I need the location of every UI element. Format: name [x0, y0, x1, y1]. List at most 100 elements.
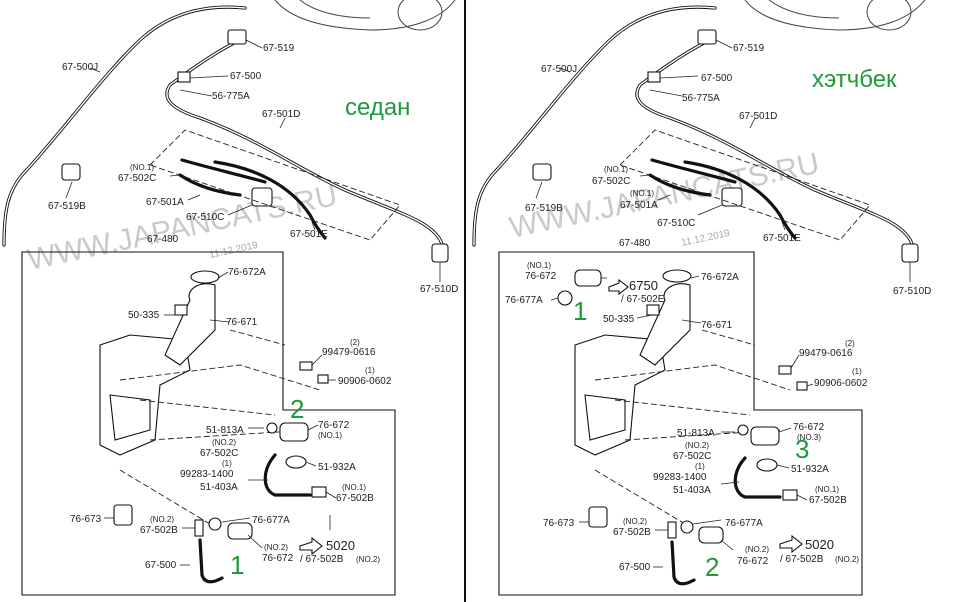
label-67-500j: 67-500J [541, 64, 577, 75]
upper-hoses [472, 5, 915, 257]
label-no1-f: (NO.1) [815, 485, 839, 494]
label-99479: 99479-0616 [799, 348, 853, 359]
label-76-673: 76-673 [543, 518, 575, 529]
pump-76-672-no2 [698, 526, 724, 544]
label-90906: 90906-0602 [338, 376, 392, 387]
hollow-arrow-icon [608, 278, 629, 296]
pump-76-672-no2 [227, 522, 253, 540]
clip-67-519b [532, 163, 552, 181]
label-67-510c: 67-510C [186, 212, 224, 223]
label-no2-d: (NO.2) [745, 545, 769, 554]
label-67-501a: 67-501A [146, 197, 184, 208]
hose-67-500 [198, 538, 224, 584]
hollow-arrow-icon [299, 536, 323, 556]
seal-76-677a [208, 517, 222, 531]
label-67-500j: 67-500J [62, 62, 98, 73]
panel-divider [464, 0, 466, 602]
nozzle-67-519 [697, 29, 717, 45]
label-56-775a: 56-775A [212, 91, 250, 102]
label-no1-c: (NO.1) [318, 431, 342, 440]
clamp-51-932a [285, 455, 307, 469]
label-67-502b: 67-502B [809, 495, 847, 506]
label-67-480: 67-480 [147, 234, 179, 245]
label-76-672: 76-672 [793, 422, 825, 433]
marker-1: 1 [573, 296, 587, 326]
watermark-date: 11.12.2019 [680, 228, 731, 249]
label-51-813a: 51-813A [677, 428, 715, 439]
label-67-502b: 67-502B [336, 493, 374, 504]
label-67-502c: 67-502C [592, 176, 630, 187]
label-5020-no: (NO.2) [835, 555, 859, 564]
label-76-672: 76-672 [318, 420, 350, 431]
label-67-502c-b: 67-502C [200, 448, 238, 459]
seal-76-677a-top [557, 290, 573, 306]
label-76-672a: 76-672A [228, 267, 266, 278]
label-51-932a: 51-932A [318, 462, 356, 473]
label-67-501d: 67-501D [739, 111, 777, 122]
label-no2-b: (NO.2) [212, 438, 236, 447]
label-76-677a-top: 76-677A [505, 295, 543, 306]
label-5020: 5020 [805, 537, 834, 552]
assembly-lines [119, 329, 321, 531]
seal-51-813a [266, 422, 278, 434]
fitting-67-502b-no2 [667, 521, 677, 539]
rear-hose-group-outline [149, 129, 401, 241]
label-no1-d: (1) [852, 367, 862, 376]
label-99479: 99479-0616 [322, 347, 376, 358]
nozzle-67-510d [431, 243, 449, 263]
label-6750-sub: / 67-502E [621, 294, 665, 305]
label-76-673: 76-673 [70, 514, 102, 525]
hose-51-403a [733, 456, 782, 499]
label-50-335: 50-335 [603, 314, 635, 325]
label-no3: (NO.3) [797, 433, 821, 442]
label-no1-b: (NO.1) [630, 189, 654, 198]
label-67-519b: 67-519B [48, 201, 86, 212]
nozzle-67-519 [227, 29, 247, 45]
label-no1-b: (1) [365, 366, 375, 375]
hose-67-500 [670, 540, 696, 586]
label-67-500-bot: 67-500 [619, 562, 651, 573]
label-67-500-top: 67-500 [230, 71, 262, 82]
label-76-672a: 76-672A [701, 272, 739, 283]
clip-67-519b [61, 163, 81, 181]
label-67-502c-b: 67-502C [673, 451, 711, 462]
label-67-501d: 67-501D [262, 109, 300, 120]
label-67-500-bot: 67-500 [145, 560, 177, 571]
joint-56-775a [177, 71, 191, 83]
label-no2-b: (NO.2) [685, 441, 709, 450]
fitting-67-502b-no2 [194, 519, 204, 537]
label-76-672-top: 76-672 [525, 271, 557, 282]
fitting-67-502b-no1 [782, 489, 798, 501]
sedan-diagram: WWW.JAPANCATS.RU 11.12.2019 [2, 0, 458, 596]
label-no2-d: (NO.2) [264, 543, 288, 552]
motor-76-673 [113, 504, 133, 526]
label-67-502b-b: 67-502B [140, 525, 178, 536]
label-no2-c: (NO.2) [623, 517, 647, 526]
label-67-501e: 67-501E [763, 233, 801, 244]
label-5020: 5020 [326, 538, 355, 553]
label-6750: 6750 [629, 278, 658, 293]
pump-76-672-no1-top [574, 269, 602, 287]
marker-2: 2 [705, 552, 719, 582]
leader-lines [65, 39, 441, 566]
label-no1-e: (1) [695, 462, 705, 471]
pump-76-672-no3 [750, 426, 780, 446]
hose-51-403a [263, 453, 312, 497]
watermark-date: 11.12.2019 [208, 240, 259, 261]
fitting-67-502b-no1 [311, 486, 327, 498]
label-no2-a: (2) [350, 338, 360, 347]
label-50-335: 50-335 [128, 310, 160, 321]
label-99283: 99283-1400 [180, 469, 234, 480]
nut-90906 [317, 374, 329, 384]
motor-76-673 [588, 506, 608, 528]
label-no1-a: (NO.1) [130, 163, 154, 172]
upper-hoses [2, 5, 445, 257]
label-56-775a: 56-775A [682, 93, 720, 104]
label-67-480: 67-480 [619, 238, 651, 249]
label-67-519: 67-519 [263, 43, 295, 54]
reservoir-frame [21, 251, 396, 596]
hollow-arrow-icon [779, 534, 803, 554]
label-no1-c: (NO.1) [527, 261, 551, 270]
bolt-99479 [299, 361, 313, 371]
